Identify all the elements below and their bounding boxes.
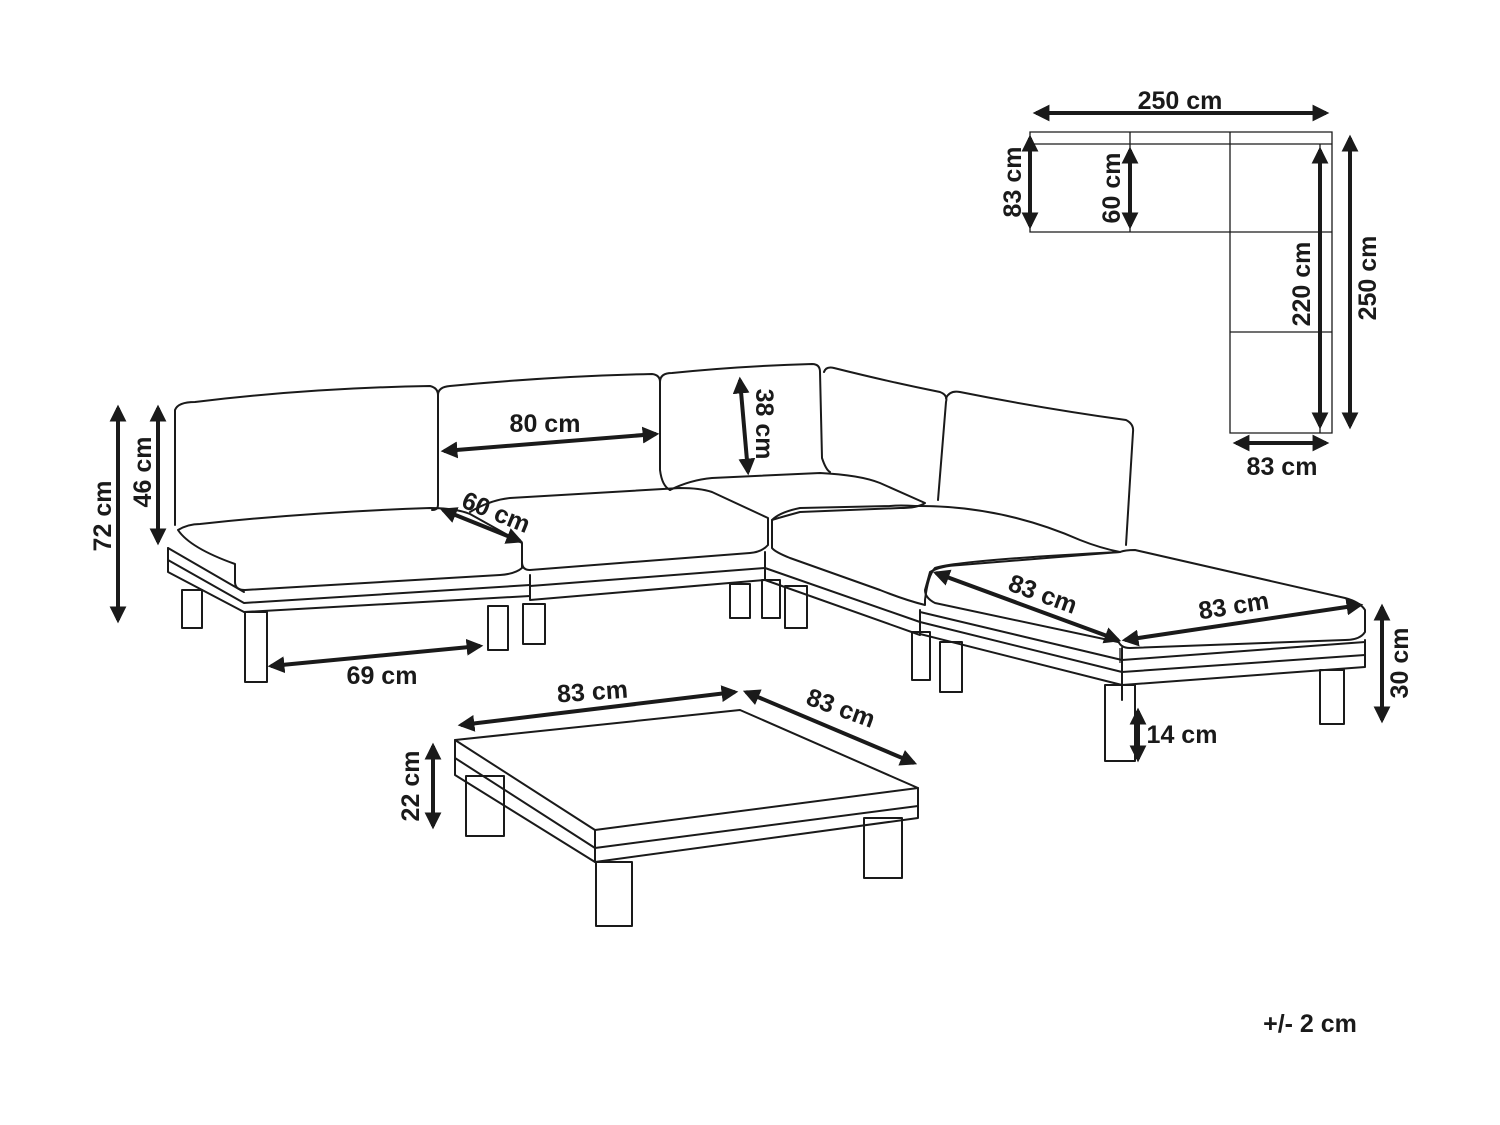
- dim-sofa-leg-spacing: [267, 638, 484, 674]
- dimension-arrows: [109, 104, 1391, 830]
- dim-ottoman-depth: [932, 569, 1122, 644]
- dim-table-depth: [742, 689, 918, 766]
- dim-sofa-seat-width: [440, 426, 660, 459]
- label-ottoman-height: 30 cm: [1386, 628, 1414, 699]
- dim-table-width: [457, 685, 739, 732]
- label-plan-depth-left: 83 cm: [999, 147, 1027, 218]
- label-plan-length-right: 250 cm: [1354, 236, 1382, 321]
- label-sofa-backrest-height: 46 cm: [129, 437, 157, 508]
- label-table-depth: 83 cm: [803, 683, 879, 734]
- label-sofa-seat-width: 80 cm: [510, 410, 581, 438]
- coffee-table: [454, 709, 919, 927]
- label-plan-seat-depth: 60 cm: [1098, 153, 1126, 224]
- top-view-plan: [1029, 131, 1333, 434]
- label-table-width: 83 cm: [556, 676, 629, 709]
- label-plan-width-bottom: 83 cm: [1247, 453, 1318, 481]
- sectional-sofa: [167, 363, 1366, 762]
- label-plan-inner-length: 220 cm: [1288, 242, 1316, 327]
- label-sofa-leg-spacing: 69 cm: [347, 662, 418, 690]
- label-sofa-height-total: 72 cm: [89, 481, 117, 552]
- dim-sofa-seat-depth: [439, 507, 524, 544]
- dim-sofa-cushion-height: [732, 376, 756, 476]
- label-sofa-cushion-height: 38 cm: [750, 389, 778, 460]
- label-plan-width-top: 250 cm: [1138, 87, 1223, 115]
- label-leg-height: 14 cm: [1147, 721, 1218, 749]
- label-tolerance: +/- 2 cm: [1263, 1010, 1357, 1038]
- dimension-labels: 250 cm 83 cm 60 cm 220 cm 250 cm 83 cm 7…: [89, 87, 1414, 1038]
- label-table-height: 22 cm: [397, 751, 425, 822]
- dim-ottoman-width: [1121, 598, 1364, 647]
